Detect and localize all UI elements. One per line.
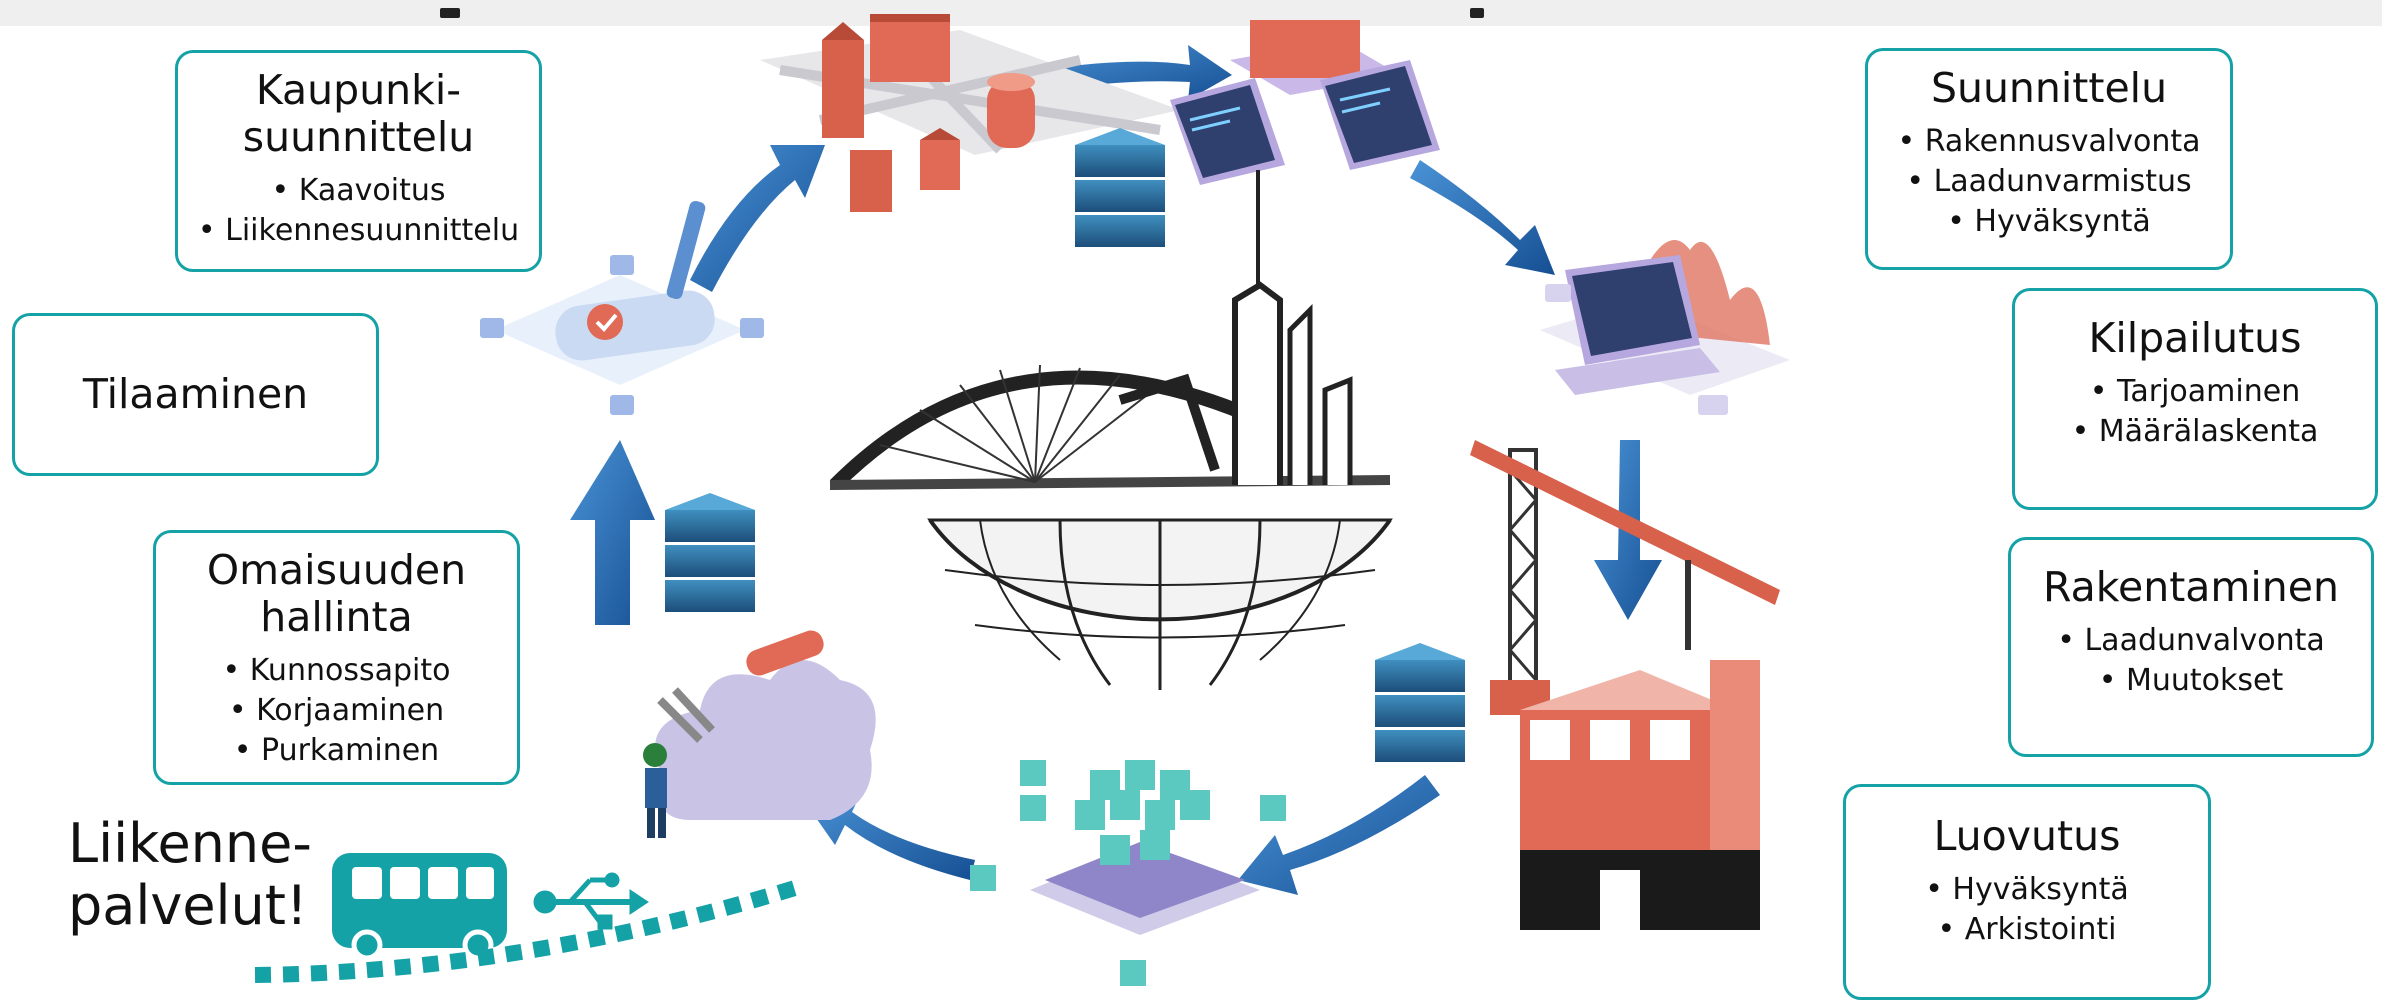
- buildings-icon: [760, 14, 1180, 212]
- panel-rakentaminen: Rakentaminen Laadunvalvonta Muutokset: [2008, 537, 2374, 757]
- panel-title: Kaupunki- suunnittelu: [178, 67, 539, 161]
- panel-title-line: suunnittelu: [242, 113, 475, 161]
- server-stack-icon: [1075, 128, 1165, 247]
- panel-tilaaminen: Tilaaminen: [12, 313, 379, 476]
- panel-title: Tilaaminen: [82, 370, 309, 418]
- liikennepalvelut-line: palvelut!: [68, 874, 308, 937]
- panel-item: Korjaaminen: [156, 691, 517, 731]
- panel-items: Hyväksyntä Arkistointi: [1846, 870, 2208, 950]
- panel-omaisuudenhallinta: Omaisuuden hallinta Kunnossapito Korjaam…: [153, 530, 520, 785]
- liikennepalvelut-label: Liikenne- palvelut!: [68, 813, 312, 937]
- panel-title-line: Omaisuuden: [206, 546, 467, 594]
- panel-items: Kunnossapito Korjaaminen Purkaminen: [156, 651, 517, 771]
- banner-title-fragment: [440, 8, 460, 18]
- panel-luovutus: Luovutus Hyväksyntä Arkistointi: [1843, 784, 2211, 1000]
- laptop-chart-icon: [1540, 240, 1790, 415]
- cycle-arrow: [1238, 775, 1440, 895]
- panel-items: Rakennusvalvonta Laadunvarmistus Hyväksy…: [1868, 122, 2230, 242]
- cycle-arrow: [690, 145, 825, 292]
- panel-item: Laadunvarmistus: [1868, 162, 2230, 202]
- panel-item: Rakennusvalvonta: [1868, 122, 2230, 162]
- cycle-arrow: [570, 440, 655, 625]
- panel-item: Määrälaskenta: [2015, 412, 2375, 452]
- laptops-icon: [1170, 20, 1440, 185]
- liikennepalvelut-line: Liikenne-: [68, 812, 312, 875]
- globe-bridge-icon: [829, 170, 1393, 690]
- panel-item: Laadunvalvonta: [2011, 621, 2371, 661]
- panel-title-line: hallinta: [260, 593, 413, 641]
- panel-item: Tarjoaminen: [2015, 372, 2375, 412]
- panel-item: Purkaminen: [156, 731, 517, 771]
- cycle-arrow: [1410, 160, 1555, 275]
- document-sign-icon: [480, 200, 764, 415]
- panel-item: Liikennesuunnittelu: [178, 211, 539, 251]
- panel-title: Suunnittelu: [1930, 64, 2168, 112]
- panel-item: Kunnossapito: [156, 651, 517, 691]
- usb-icon: [533, 872, 649, 930]
- panel-item: Kaavoitus: [178, 171, 539, 211]
- panel-title: Kilpailutus: [2088, 314, 2302, 362]
- panel-item: Hyväksyntä: [1846, 870, 2208, 910]
- cloud-maintenance-icon: [643, 630, 876, 838]
- panel-item: Muutokset: [2011, 661, 2371, 701]
- panel-title-line: Kaupunki-: [255, 66, 462, 114]
- server-stack-icon: [665, 493, 755, 612]
- top-banner: [0, 0, 2382, 26]
- panel-title: Omaisuuden hallinta: [156, 547, 517, 641]
- crane-building-icon: [1470, 440, 1780, 930]
- panel-title: Luovutus: [1933, 812, 2121, 860]
- panel-items: Kaavoitus Liikennesuunnittelu: [178, 171, 539, 251]
- banner-title-fragment: [1470, 8, 1484, 18]
- panel-items: Tarjoaminen Määrälaskenta: [2015, 372, 2375, 452]
- panel-kilpailutus: Kilpailutus Tarjoaminen Määrälaskenta: [2012, 288, 2378, 510]
- panel-item: Hyväksyntä: [1868, 202, 2230, 242]
- panel-title: Rakentaminen: [2043, 563, 2339, 611]
- server-stack-icon: [1375, 643, 1465, 762]
- bus-icon: [332, 853, 507, 961]
- panel-item: Arkistointi: [1846, 910, 2208, 950]
- panel-suunnittelu: Suunnittelu Rakennusvalvonta Laadunvarmi…: [1865, 48, 2233, 270]
- panel-kaupunkisuunnittelu: Kaupunki- suunnittelu Kaavoitus Liikenne…: [175, 50, 542, 272]
- cycle-arrow: [800, 795, 975, 880]
- data-cubes-icon: [970, 760, 1286, 986]
- panel-items: Laadunvalvonta Muutokset: [2011, 621, 2371, 701]
